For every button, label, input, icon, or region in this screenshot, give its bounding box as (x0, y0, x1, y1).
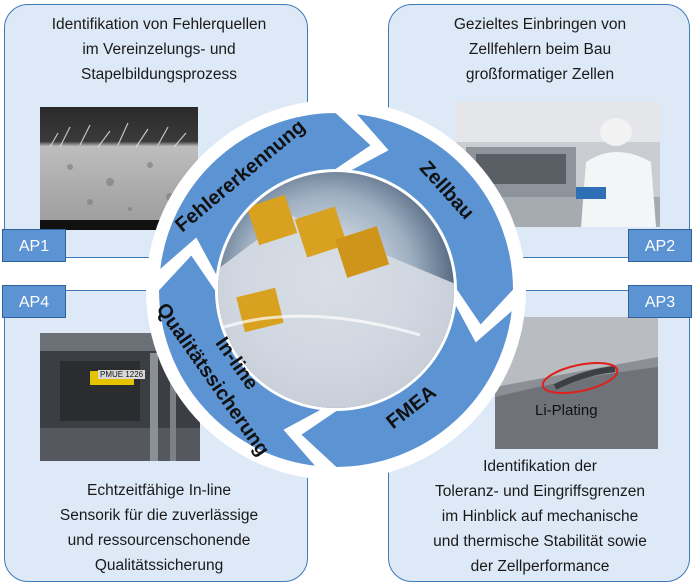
arrow-fehlererkennung (157, 110, 374, 281)
ap2-line-1: Gezieltes Einbringen von (453, 16, 627, 33)
ap2-line-3: großformatiger Zellen (465, 66, 615, 83)
ap1-line-1: Identifikation von Fehlerquellen (51, 16, 267, 33)
ap1-line-3: Stapelbildungsprozess (81, 66, 237, 83)
ap3-line-1: Identifikation der (483, 458, 597, 475)
ap3-line-2: Toleranz- und Eingriffsgrenzen (435, 483, 645, 500)
ap3-line-3: im Hinblick auf mechanische (441, 508, 639, 525)
ap4-label: AP4 (2, 285, 66, 318)
ap1-line-2: im Vereinzelungs- und (82, 41, 236, 58)
ap2-label: AP2 (628, 229, 692, 262)
li-plating-label: Li-Plating (535, 402, 598, 419)
ap2-line-2: Zellfehlern beim Bau (468, 41, 612, 58)
li-plating-photo (495, 317, 658, 449)
ap3-label: AP3 (628, 285, 692, 318)
ap3-description: Identifikation der Toleranz- und Eingrif… (392, 454, 688, 579)
ap4-line-4: Qualitätssicherung (94, 557, 224, 574)
ap1-description: Identifikation von Fehlerquellen im Vere… (14, 12, 304, 87)
ap4-line-1: Echtzeitfähige In-line (87, 482, 231, 499)
arrow-fmea (298, 299, 515, 470)
ap2-description: Gezieltes Einbringen von Zellfehlern bei… (392, 12, 688, 87)
sensor-label: PMUE 1226 (98, 370, 146, 379)
ap3-line-4: und thermische Stabilität sowie (433, 533, 647, 550)
arrow-qualitaetssicherung (156, 252, 327, 469)
arrow-zellbau (345, 111, 516, 328)
battery-cell-photo (218, 172, 454, 408)
ap4-line-3: und ressourcenschonende (67, 532, 251, 549)
ap4-description: Echtzeitfähige In-line Sensorik für die … (14, 478, 304, 578)
ap1-label: AP1 (2, 229, 66, 262)
ap4-line-2: Sensorik für die zuverlässige (59, 507, 259, 524)
ap3-line-5: der Zellperformance (470, 558, 610, 575)
